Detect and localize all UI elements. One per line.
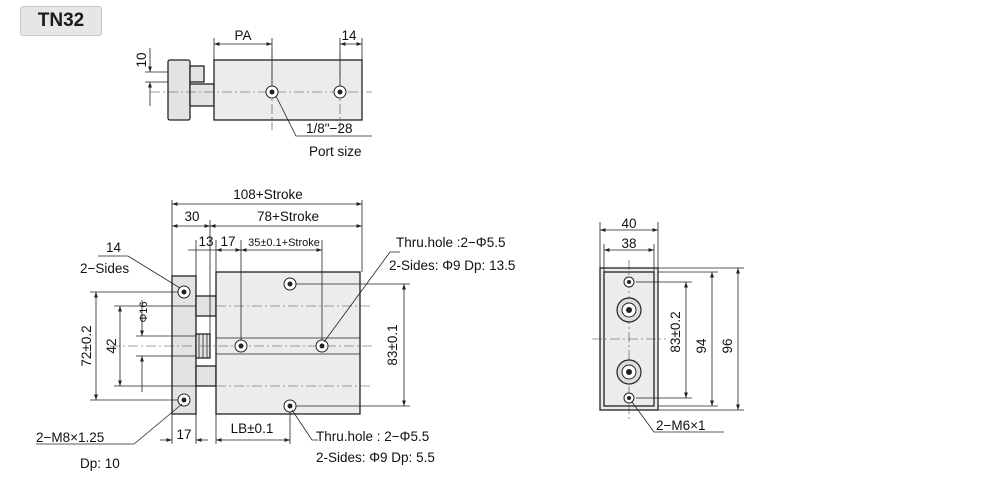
dim-pa: PA bbox=[234, 28, 251, 43]
front-end-plate bbox=[171, 275, 197, 415]
dim-17: 17 bbox=[220, 234, 235, 249]
thread-m8: 2−M8×1.25 bbox=[36, 430, 104, 445]
top-rod-nut bbox=[189, 65, 205, 83]
top-end-plate bbox=[167, 59, 191, 121]
front-guide-rod-top bbox=[195, 295, 217, 317]
dim-17-bottom: 17 bbox=[176, 427, 191, 442]
model-label: TN32 bbox=[20, 6, 102, 36]
front-guide-rod-bottom bbox=[195, 365, 217, 387]
dim-30: 30 bbox=[184, 209, 199, 224]
dim-94: 94 bbox=[694, 338, 709, 354]
thru-hole-top-1: Thru.hole :2−Φ5.5 bbox=[396, 235, 505, 250]
dim-overall: 108+Stroke bbox=[233, 187, 302, 202]
dim-lb: LB±0.1 bbox=[231, 421, 274, 436]
dim-78: 78+Stroke bbox=[257, 209, 319, 224]
port-size-label: Port size bbox=[309, 144, 362, 159]
thread-m6: 2−M6×1 bbox=[656, 418, 706, 433]
thru-hole-bottom-2: 2-Sides: Φ9 Dp: 5.5 bbox=[316, 450, 435, 465]
sides-label: 2−Sides bbox=[80, 261, 129, 276]
dim-13: 13 bbox=[198, 234, 213, 249]
top-view: 10 PA 14 1/8"−28 Port size bbox=[134, 28, 372, 159]
thru-hole-top-2: 2-Sides: Φ9 Dp: 13.5 bbox=[389, 258, 515, 273]
dim-40: 40 bbox=[621, 216, 636, 231]
dim-14-top: 14 bbox=[341, 28, 357, 43]
front-view: 108+Stroke 30 78+Stroke 13 17 35±0.1+Str… bbox=[36, 187, 515, 471]
dim-83-front: 83±0.1 bbox=[385, 324, 400, 365]
dim-42: 42 bbox=[104, 338, 119, 353]
dim-dia16: Φ16 bbox=[138, 301, 150, 322]
side-view: 40 38 83±0.2 94 96 2−M6×1 bbox=[592, 216, 744, 433]
dim-10: 10 bbox=[134, 52, 149, 67]
top-rod bbox=[189, 83, 215, 107]
dim-72: 72±0.2 bbox=[79, 325, 94, 366]
thru-hole-bottom-1: Thru.hole : 2−Φ5.5 bbox=[316, 429, 429, 444]
dim-14-front: 14 bbox=[106, 240, 122, 255]
depth-m8: Dp: 10 bbox=[80, 456, 120, 471]
dim-83-side: 83±0.2 bbox=[668, 311, 683, 352]
dim-96: 96 bbox=[720, 338, 735, 353]
dim-35: 35±0.1+Stroke bbox=[248, 237, 320, 249]
dim-38: 38 bbox=[621, 236, 636, 251]
port-thread: 1/8"−28 bbox=[306, 121, 352, 136]
